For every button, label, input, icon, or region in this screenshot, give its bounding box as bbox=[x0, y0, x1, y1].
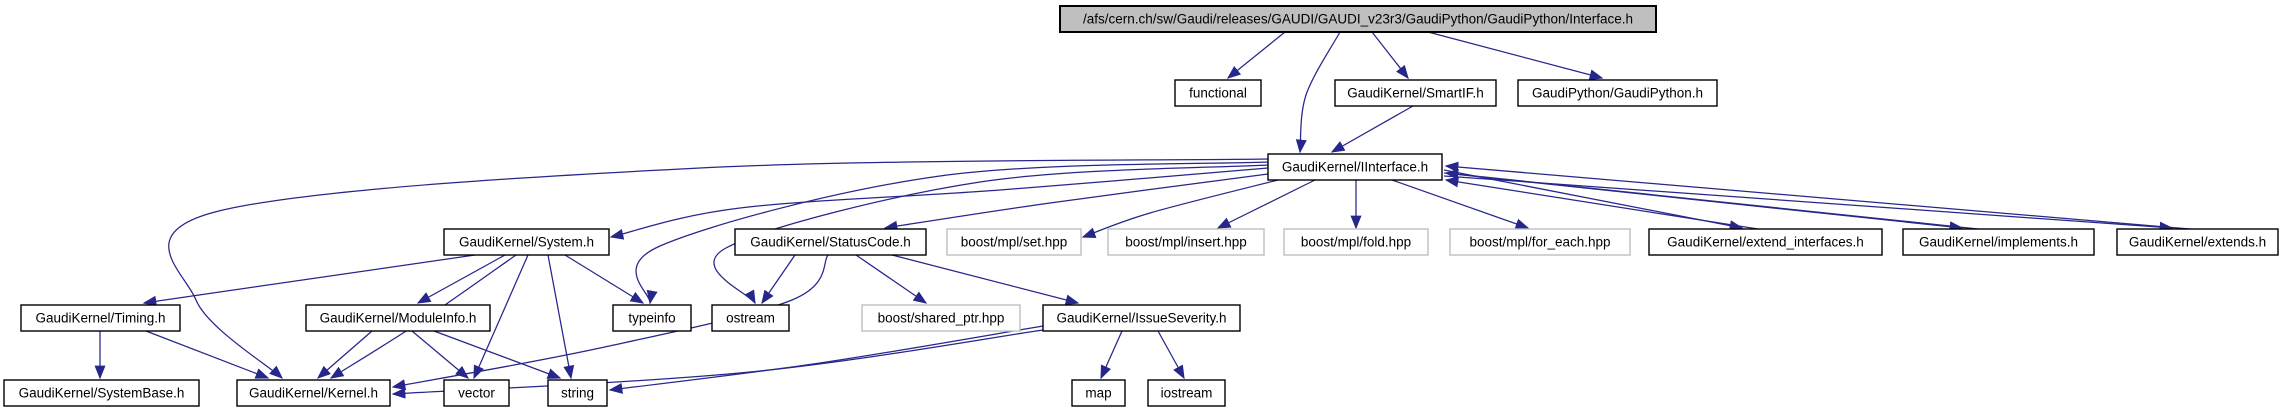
node-typeinfo[interactable]: typeinfo bbox=[612, 304, 692, 332]
node-label: boost/mpl/insert.hpp bbox=[1125, 235, 1247, 250]
node-label: GaudiKernel/IInterface.h bbox=[1282, 160, 1428, 175]
node-label: map bbox=[1085, 386, 1111, 401]
edge-implements-to-iinterface bbox=[1444, 168, 1979, 230]
node-label: GaudiKernel/IssueSeverity.h bbox=[1056, 311, 1226, 326]
edge-iinterface-to-statuscode bbox=[883, 173, 1269, 232]
edge-top-to-functional bbox=[1226, 31, 1286, 79]
node-label: boost/mpl/set.hpp bbox=[961, 235, 1068, 250]
edge-extends-to-iinterface bbox=[1444, 161, 2191, 230]
node-label: GaudiKernel/ModuleInfo.h bbox=[320, 311, 477, 326]
edge-system-to-vector bbox=[473, 254, 529, 380]
node-label: GaudiKernel/extends.h bbox=[2129, 235, 2266, 250]
edge-smartif-to-iinterface bbox=[1330, 105, 1414, 153]
edge-issueseverity-to-iostream bbox=[1157, 330, 1185, 380]
node-label: iostream bbox=[1161, 386, 1213, 401]
node-label: boost/shared_ptr.hpp bbox=[878, 311, 1005, 326]
edge-iinterface-to-mplinsert bbox=[1216, 179, 1316, 229]
node-mplinsert[interactable]: boost/mpl/insert.hpp bbox=[1107, 228, 1265, 256]
node-kernel[interactable]: GaudiKernel/Kernel.h bbox=[236, 379, 391, 407]
node-label: GaudiKernel/implements.h bbox=[1919, 235, 2078, 250]
node-sharedptr[interactable]: boost/shared_ptr.hpp bbox=[861, 304, 1021, 332]
edge-iinterface-to-mplforeach bbox=[1391, 179, 1530, 230]
node-iinterface[interactable]: GaudiKernel/IInterface.h bbox=[1267, 153, 1443, 181]
node-statuscode[interactable]: GaudiKernel/StatusCode.h bbox=[734, 228, 927, 256]
node-top[interactable]: /afs/cern.ch/sw/Gaudi/releases/GAUDI/GAU… bbox=[1059, 5, 1657, 33]
node-gaudipython[interactable]: GaudiPython/GaudiPython.h bbox=[1517, 79, 1718, 107]
edge-statuscode-to-sharedptr bbox=[855, 254, 928, 304]
node-label: GaudiKernel/Timing.h bbox=[35, 311, 165, 326]
node-label: string bbox=[561, 386, 594, 401]
edge-system-to-timing bbox=[142, 254, 476, 307]
edge-system-to-string bbox=[547, 254, 575, 380]
node-label: GaudiKernel/StatusCode.h bbox=[750, 235, 911, 250]
node-label: boost/mpl/for_each.hpp bbox=[1469, 235, 1610, 250]
node-functional[interactable]: functional bbox=[1174, 79, 1262, 107]
edge-extendif-to-iinterface bbox=[1444, 176, 1759, 230]
node-implements[interactable]: GaudiKernel/implements.h bbox=[1902, 228, 2095, 256]
node-vector[interactable]: vector bbox=[443, 379, 510, 407]
edge-system-to-typeinfo bbox=[564, 254, 645, 304]
edge-moduleinfo-to-string bbox=[433, 330, 562, 379]
edge-iinterface-to-mplset bbox=[1081, 179, 1279, 239]
node-moduleinfo[interactable]: GaudiKernel/ModuleInfo.h bbox=[305, 304, 491, 332]
node-iostream[interactable]: iostream bbox=[1147, 379, 1226, 407]
node-issueseverity[interactable]: GaudiKernel/IssueSeverity.h bbox=[1042, 304, 1241, 332]
node-label: GaudiKernel/extend_interfaces.h bbox=[1667, 235, 1864, 250]
edge-statuscode-to-kernel bbox=[391, 254, 829, 391]
edge-issueseverity-to-string bbox=[608, 325, 1044, 394]
edge-timing-to-kernel bbox=[145, 330, 270, 379]
node-timing[interactable]: GaudiKernel/Timing.h bbox=[20, 304, 181, 332]
edge-system-to-moduleinfo bbox=[416, 254, 506, 304]
node-systembase[interactable]: GaudiKernel/SystemBase.h bbox=[3, 379, 200, 407]
edge-moduleinfo-to-vector bbox=[411, 330, 470, 379]
node-ostream[interactable]: ostream bbox=[711, 304, 790, 332]
node-mplset[interactable]: boost/mpl/set.hpp bbox=[946, 228, 1082, 256]
node-smartif[interactable]: GaudiKernel/SmartIF.h bbox=[1334, 79, 1497, 107]
node-mplfold[interactable]: boost/mpl/fold.hpp bbox=[1283, 228, 1429, 256]
node-label: GaudiKernel/SystemBase.h bbox=[19, 386, 185, 401]
edge-iinterface-to-ostream bbox=[713, 164, 1269, 305]
edge-iinterface-to-kernel bbox=[168, 158, 1269, 379]
node-mplforeach[interactable]: boost/mpl/for_each.hpp bbox=[1449, 228, 1631, 256]
node-extendif[interactable]: GaudiKernel/extend_interfaces.h bbox=[1648, 228, 1883, 256]
edge-statuscode-to-ostream bbox=[761, 254, 796, 305]
edge-issueseverity-to-map bbox=[1100, 330, 1123, 380]
edge-iinterface-to-typeinfo bbox=[635, 161, 1269, 305]
node-label: boost/mpl/fold.hpp bbox=[1301, 235, 1411, 250]
edge-top-to-iinterface bbox=[1295, 31, 1341, 154]
edge-iinterface-to-extends bbox=[1443, 175, 2174, 233]
node-label: GaudiPython/GaudiPython.h bbox=[1532, 86, 1703, 101]
node-label: typeinfo bbox=[628, 311, 675, 326]
node-label: GaudiKernel/SmartIF.h bbox=[1347, 86, 1484, 101]
edge-moduleinfo-to-kernel bbox=[316, 330, 373, 379]
node-label: GaudiKernel/Kernel.h bbox=[249, 386, 378, 401]
node-label: GaudiKernel/System.h bbox=[459, 235, 594, 250]
edge-iinterface-to-system bbox=[609, 167, 1269, 240]
edge-top-to-gaudipython bbox=[1427, 31, 1604, 81]
edge-top-to-smartif bbox=[1371, 31, 1409, 80]
node-label: /afs/cern.ch/sw/Gaudi/releases/GAUDI/GAU… bbox=[1083, 12, 1633, 27]
edge-statuscode-to-issueseverity bbox=[891, 254, 1080, 306]
node-label: ostream bbox=[726, 311, 775, 326]
node-label: functional bbox=[1189, 86, 1247, 101]
node-label: vector bbox=[458, 386, 495, 401]
node-string[interactable]: string bbox=[547, 379, 608, 407]
node-extends[interactable]: GaudiKernel/extends.h bbox=[2116, 228, 2279, 256]
node-map[interactable]: map bbox=[1071, 379, 1126, 407]
node-system[interactable]: GaudiKernel/System.h bbox=[443, 228, 610, 256]
